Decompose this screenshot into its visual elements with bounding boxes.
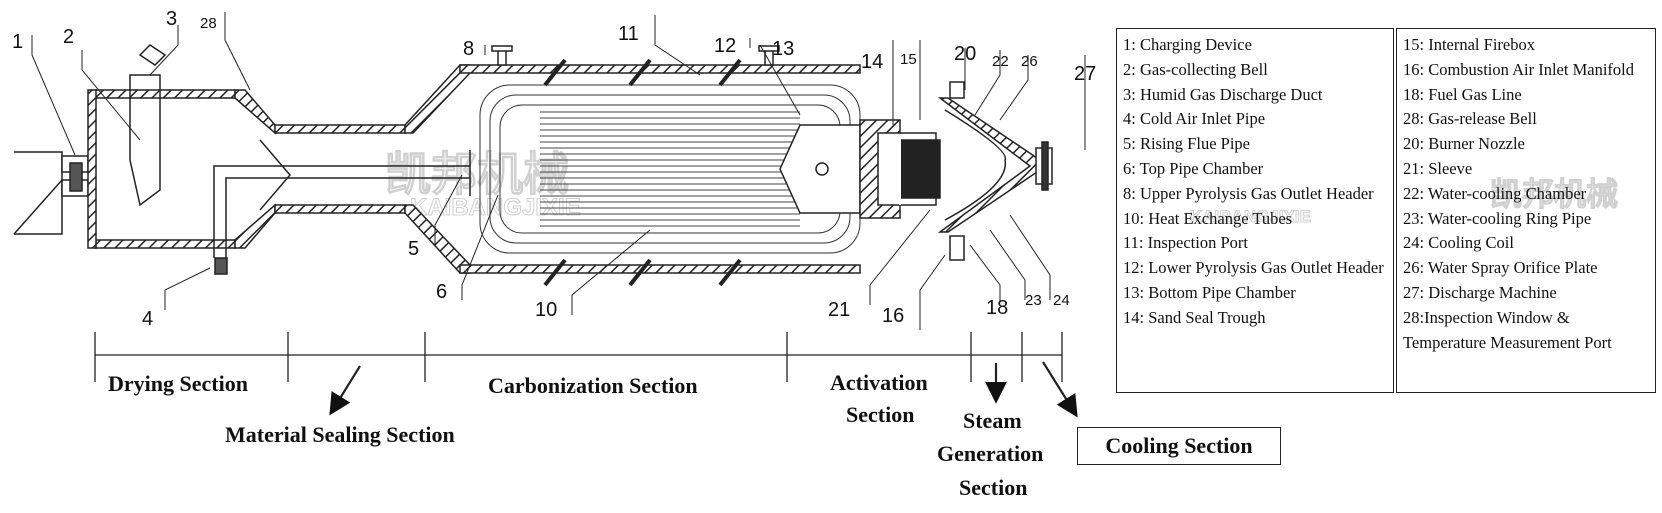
legend-item: 28:Inspection Window & Temperature Measu… [1403,307,1612,352]
callout-26: 26 [1021,53,1038,70]
callout-3: 3 [166,8,177,30]
section-scale-line [94,332,1078,418]
legend-item: 26: Water Spray Orifice Plate [1403,258,1598,278]
legend-item: 22: Water-cooling Chamber [1403,183,1587,203]
legend-item: 5: Rising Flue Pipe [1123,134,1250,154]
callout-12: 12 [714,35,736,57]
callout-22: 22 [992,53,1009,70]
drying-casing [87,89,276,249]
charging-device [13,151,89,235]
watermark-cn-right: 凯邦机械 [1490,176,1618,212]
callout-14: 14 [861,51,883,73]
activation-casing [859,119,941,219]
callout-23: 23 [1025,292,1042,309]
label-activation-line2: Section [846,402,914,427]
callout-11: 11 [618,23,639,45]
callout-20: 20 [954,43,976,65]
legend-item: 20: Burner Nozzle [1403,134,1525,154]
inspection-port [718,258,742,287]
callout-4: 4 [142,308,153,330]
legend-right-box: 15: Internal Firebox 16: Combustion Air I… [1396,28,1656,393]
legend-item: 1: Charging Device [1123,35,1252,54]
legend-item: 8: Upper Pyrolysis Gas Outlet Header [1123,183,1374,203]
section-labels: Drying Section Material Sealing Section … [108,370,1043,500]
label-material-sealing-section: Material Sealing Section [225,422,455,447]
inspection-port [718,58,742,87]
sealing-casing [274,64,471,274]
callout-5: 5 [408,238,419,260]
legend-item: 13: Bottom Pipe Chamber [1123,282,1296,302]
legend-item: 3: Humid Gas Discharge Duct [1123,84,1323,104]
legend-item: 2: Gas-collecting Bell [1123,59,1268,79]
inspection-port [628,258,652,287]
legend-item: 28: Gas-release Bell [1403,109,1537,129]
inspection-port [543,58,567,87]
leader-lines [31,12,1086,330]
inspection-port [628,58,652,87]
callout-6: 6 [436,281,447,303]
watermark-cn: 凯邦机械 [385,148,569,200]
label-cooling-section: Cooling Section [1077,427,1281,465]
legend-item: 27: Discharge Machine [1403,282,1557,302]
bottom-pipe-chamber [779,124,861,214]
legend-item: 21: Sleeve [1403,158,1473,178]
inspection-ports [543,58,742,287]
label-drying-section: Drying Section [108,371,248,396]
legend-item: 4: Cold Air Inlet Pipe [1123,109,1266,129]
gas-outlet-headers [214,45,965,275]
label-steam-line3: Section [959,475,1027,500]
legend-item: 18: Fuel Gas Line [1403,84,1522,104]
callout-24: 24 [1053,292,1070,309]
legend-item: 16: Combustion Air Inlet Manifold [1403,59,1634,79]
legend-left-box: 1: Charging Device 2: Gas-collecting Bell… [1116,28,1394,393]
gas-collecting-bell [129,44,291,211]
callout-2: 2 [63,26,74,48]
callout-13: 13 [772,38,794,60]
legend-item: 24: Cooling Coil [1403,233,1514,253]
tube-lines [540,111,800,227]
rising-flue-pipe [213,150,471,258]
legend-item: 15: Internal Firebox [1403,35,1535,54]
inspection-port [543,258,567,287]
callout-27: 27 [1074,63,1096,85]
callout-10: 10 [535,299,557,321]
callout-1: 1 [12,31,23,53]
legend-item: 14: Sand Seal Trough [1123,307,1266,327]
callout-15: 15 [900,51,917,68]
label-steam-line2: Generation [937,441,1043,466]
legend-item: 10: Heat Exchange Tubes [1123,208,1293,228]
label-steam-line1: Steam [963,408,1022,433]
legend-item: 12: Lower Pyrolysis Gas Outlet Header [1123,258,1384,278]
cooling-cone [937,97,1053,233]
carbonization-casing [459,64,861,274]
label-activation-line1: Activation [830,370,928,395]
callout-8: 8 [463,38,474,60]
legend-item: 23: Water-cooling Ring Pipe [1403,208,1592,228]
callout-28: 28 [200,15,217,32]
watermark-en-right: KAIBANGJIXIE [1190,207,1311,226]
legend-item: 11: Inspection Port [1123,233,1248,253]
callout-18: 18 [986,297,1008,319]
callout-16: 16 [882,305,904,327]
legend-item: 6: Top Pipe Chamber [1123,158,1264,178]
label-carbonization-section: Carbonization Section [488,373,698,398]
watermark-right: 凯邦机械 KAIBANGJIXIE [1190,176,1619,227]
callout-21: 21 [828,299,850,321]
callout-labels: 1 2 3 28 8 11 12 13 14 15 20 22 26 27 4 … [12,8,1096,330]
